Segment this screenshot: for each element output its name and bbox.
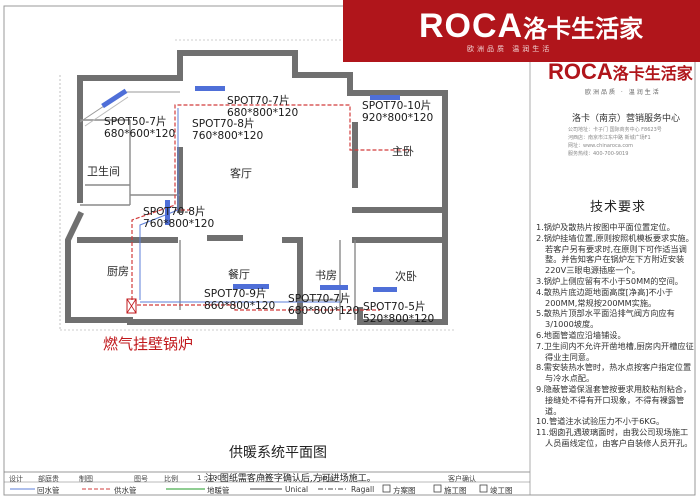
brand-sub-slogan: 欧洲品质 · 温润生活 xyxy=(585,89,661,96)
radiator-marks xyxy=(101,86,400,292)
requirement-item: 1.锅炉及散热片按图中平面位置定位。 xyxy=(536,222,675,232)
plan-title: 供暖系统平面图 xyxy=(229,445,327,461)
requirement-item: 10.管道注水试验压力不小于6KG。 xyxy=(536,416,665,427)
office-line: 公司地址：卡子门 国际商务中心 F8623号 xyxy=(568,127,662,133)
requirement-item: 6.地面管道应沿墙铺设。 xyxy=(536,329,626,340)
requirements-list: 1.锅炉及散热片按图中平面位置定位。 2.锅炉挂墙位置,原则按照机模板要求实施。… xyxy=(536,222,694,449)
room-label-master: 主卧 xyxy=(392,145,414,158)
tb-scale: 比例 xyxy=(164,475,178,483)
tb-drawing-no: 图号 xyxy=(134,475,148,483)
brand-logo-secondary: ROCA洛卡生活家 xyxy=(548,59,693,84)
room-label-second: 次卧 xyxy=(395,270,417,283)
tb-designer: 部庭贵 xyxy=(38,475,59,483)
legend-unical: Unical xyxy=(285,485,309,494)
legend-floor-heating: 地暖管 xyxy=(207,486,230,495)
plan-note: 注: 图纸需客户签字确认后,方可进场施工。 xyxy=(205,474,376,484)
walls xyxy=(65,50,448,325)
legend-completion: 竣工图 xyxy=(490,486,513,495)
brand-slogan: 欧洲品质 温润生活 xyxy=(467,45,553,53)
legend-construction: 施工图 xyxy=(444,486,467,495)
office-line: 网址：www.chinaroca.com xyxy=(568,143,634,149)
requirement-item: 2.锅炉挂墙位置,原则按照机模板要求实施。若客户另有要求时,在原则下可作适当调整… xyxy=(536,232,694,276)
tb-confirm: 客户确认 xyxy=(448,475,476,483)
legend-scheme: 方案图 xyxy=(393,486,416,495)
tb-address: 地址 xyxy=(320,475,334,483)
tb-scale-value: 1 : 100 xyxy=(197,474,222,482)
brand-banner: ROCA洛卡生活家 欧洲品质 温润生活 xyxy=(343,0,700,62)
requirement-item: 11.烟囱孔遇玻璃面时，由我公司现场施工人员画线定位，由客户自装修人员开孔。 xyxy=(536,427,693,448)
office-name: 洛卡（南京）营销服务中心 xyxy=(572,114,681,124)
requirement-item: 8.需安装热水管时，热水点按客户指定位置与冷水点配。 xyxy=(536,362,692,384)
brand-logo: ROCA洛卡生活家 xyxy=(419,7,644,45)
boiler-box xyxy=(126,298,137,314)
legend-return: 回水管 xyxy=(37,486,60,495)
requirement-item: 5.散热片顶部水平面沿排气阀方向应有3/1000坡度。 xyxy=(536,308,675,330)
room-label-dining: 餐厅 xyxy=(228,268,250,281)
legend-ragall: Ragall xyxy=(351,485,375,494)
room-label-kitchen: 厨房 xyxy=(107,265,129,278)
office-line: 河西店：南京市江东中路 新城广场F1 xyxy=(568,135,651,141)
requirement-item: 9.隐蔽管道保温套管按要求用胶粘剂粘合，接缝处不得有开口现象，不得有裸露管道。 xyxy=(536,383,692,416)
tb-drawing: 制图 xyxy=(79,475,93,483)
return-pipes xyxy=(139,108,340,303)
requirement-item: 7.卫生间内不允许开凿地槽,厨房内开槽应征得业主同意。 xyxy=(536,340,694,362)
tb-user: 用户 xyxy=(258,475,272,483)
boiler-label: 燃气挂壁锅炉 xyxy=(103,335,194,353)
legend-marks xyxy=(10,484,488,493)
legend-supply: 供水管 xyxy=(114,486,137,495)
room-label-living: 客厅 xyxy=(230,167,252,180)
requirement-item: 4.散热片底边距地面高度[净高]不小于200MM,常规按200MM实施。 xyxy=(536,286,674,308)
office-line: 服务热线：400-700-9019 xyxy=(568,151,629,157)
room-label-bathroom: 卫生间 xyxy=(87,165,120,178)
requirements-title: 技术要求 xyxy=(590,200,647,215)
room-label-study: 书房 xyxy=(315,269,337,282)
requirement-item: 3.锅炉上侧应留有不小于50MM的空间。 xyxy=(536,275,683,286)
tb-design: 设计 xyxy=(9,475,23,483)
